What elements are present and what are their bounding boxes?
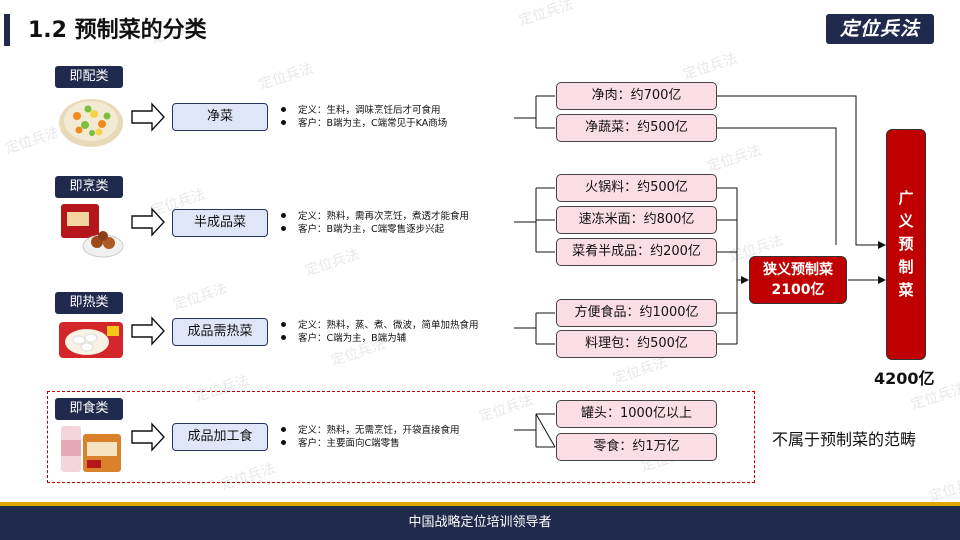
not-included-label: 不属于预制菜的范畴: [772, 430, 917, 449]
bullet-dot: [281, 427, 286, 432]
bullet-dot: [281, 322, 286, 327]
canned-food-icon: [57, 420, 125, 478]
bullet-dot: [281, 107, 286, 112]
type-box-semi-finished: 半成品菜: [172, 209, 268, 237]
broad-total-value: 4200亿: [874, 369, 935, 388]
definition-text: 定义：熟料，无需烹饪，开袋直接食用: [298, 425, 460, 436]
segment-box: 速冻米面：约800亿: [556, 206, 717, 234]
segment-box: 罐头：1000亿以上: [556, 400, 717, 428]
customer-text: 客户：主要面向C端零售: [298, 438, 400, 449]
broad-label-char: 义: [898, 212, 914, 230]
type-box-ready-to-heat: 成品需热菜: [172, 318, 268, 346]
definition-text: 定义：熟料，蒸、煮、微波，简单加热食用: [298, 320, 479, 331]
broad-label-char: 制: [898, 258, 914, 276]
broad-prepared-food-box: 广 义 预 制 菜: [886, 129, 926, 360]
category-description: 定义：生料，调味烹饪后才可食用 客户：B端为主，C端常见于KA商场: [281, 104, 447, 130]
category-description: 定义：熟料，蒸、煮、微波，简单加热食用 客户：C端为主，B端为辅: [281, 319, 479, 345]
broad-label-char: 菜: [898, 281, 914, 299]
segment-box: 火锅料：约500亿: [556, 174, 717, 202]
broad-label-char: 广: [898, 189, 914, 207]
brand-logo: 定位兵法: [826, 14, 934, 44]
mixed-vegetables-icon: [57, 92, 125, 150]
broad-label-char: 预: [898, 235, 914, 253]
customer-text: 客户：B端为主，C端零售逐步兴起: [298, 224, 445, 235]
segment-box: 净肉：约700亿: [556, 82, 717, 110]
title-accent-bar: [4, 14, 10, 46]
footer-slogan: 中国战略定位培训领导者: [0, 506, 960, 540]
page-title: 1.2 预制菜的分类: [28, 18, 207, 43]
category-tag: 即热类: [55, 292, 123, 314]
segment-box: 菜肴半成品：约200亿: [556, 238, 717, 266]
bullet-dot: [281, 120, 286, 125]
segment-box: 方便食品：约1000亿: [556, 299, 717, 327]
segment-box: 零食：约1万亿: [556, 433, 717, 461]
dumpling-package-icon: [57, 318, 125, 376]
customer-text: 客户：B端为主，C端常见于KA商场: [298, 118, 448, 129]
bullet-dot: [281, 226, 286, 231]
definition-text: 定义：熟料，需再次烹饪，煮透才能食用: [298, 211, 470, 222]
category-tag: 即烹类: [55, 176, 123, 198]
bullet-dot: [281, 335, 286, 340]
narrow-label: 狭义预制菜: [763, 262, 833, 278]
semi-cooked-dish-icon: [57, 200, 125, 258]
type-box-clean-food: 净菜: [172, 103, 268, 131]
segment-box: 净蔬菜：约500亿: [556, 114, 717, 142]
narrow-prepared-food-box: 狭义预制菜 2100亿: [749, 256, 847, 304]
bullet-dot: [281, 213, 286, 218]
excluded-category-frame: [47, 391, 755, 483]
category-tag: 即食类: [55, 398, 123, 420]
customer-text: 客户：C端为主，B端为辅: [298, 333, 407, 344]
type-box-ready-to-eat: 成品加工食: [172, 423, 268, 451]
narrow-value: 2100亿: [771, 282, 825, 298]
footer-accent-line: [0, 502, 960, 506]
category-description: 定义：熟料，无需烹饪，开袋直接食用 客户：主要面向C端零售: [281, 424, 460, 450]
bullet-dot: [281, 440, 286, 445]
category-description: 定义：熟料，需再次烹饪，煮透才能食用 客户：B端为主，C端零售逐步兴起: [281, 210, 469, 236]
segment-box: 料理包：约500亿: [556, 330, 717, 358]
category-tag: 即配类: [55, 66, 123, 88]
definition-text: 定义：生料，调味烹饪后才可食用: [298, 105, 441, 116]
